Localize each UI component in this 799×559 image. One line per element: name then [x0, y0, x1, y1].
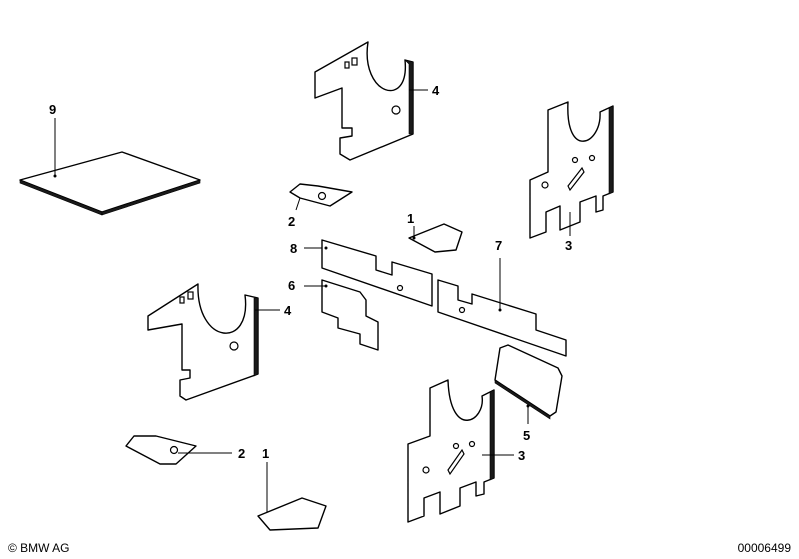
callout-7: 7 — [495, 238, 502, 253]
part-1-tab-bottom: 1 — [257, 446, 327, 531]
callout-6: 6 — [288, 278, 295, 293]
part-1-tab-top: 1 — [407, 211, 463, 253]
callout-5: 5 — [523, 428, 530, 443]
part-2-bracket-bottom: 2 — [125, 435, 245, 465]
callout-3-bottom: 3 — [518, 448, 525, 463]
callout-2-bottom: 2 — [238, 446, 245, 461]
callout-4-mid: 4 — [284, 303, 292, 318]
callout-3-top: 3 — [565, 238, 572, 253]
part-3-bracket-bottom: 3 — [407, 379, 525, 523]
callout-2-top: 2 — [288, 214, 295, 229]
part-8-strip: 8 — [290, 239, 433, 307]
part-4-panel-mid: 4 — [147, 283, 292, 401]
part-6-plate: 6 — [288, 278, 379, 351]
part-4-panel-top: 4 — [314, 41, 440, 161]
callout-1-top: 1 — [407, 211, 414, 226]
callout-4-top: 4 — [432, 83, 440, 98]
callout-9: 9 — [49, 102, 56, 117]
callout-8: 8 — [290, 241, 297, 256]
callout-1-bottom: 1 — [262, 446, 269, 461]
part-2-bracket-top: 2 — [288, 183, 353, 229]
copyright-label: © BMW AG — [8, 541, 70, 555]
part-7-strip: 7 — [437, 238, 567, 357]
part-5-pad: 5 — [494, 344, 563, 443]
part-3-bracket-top: 3 — [529, 101, 614, 253]
diagram-number: 00006499 — [738, 541, 792, 555]
part-9-insulation-sheet: 9 — [19, 102, 201, 216]
